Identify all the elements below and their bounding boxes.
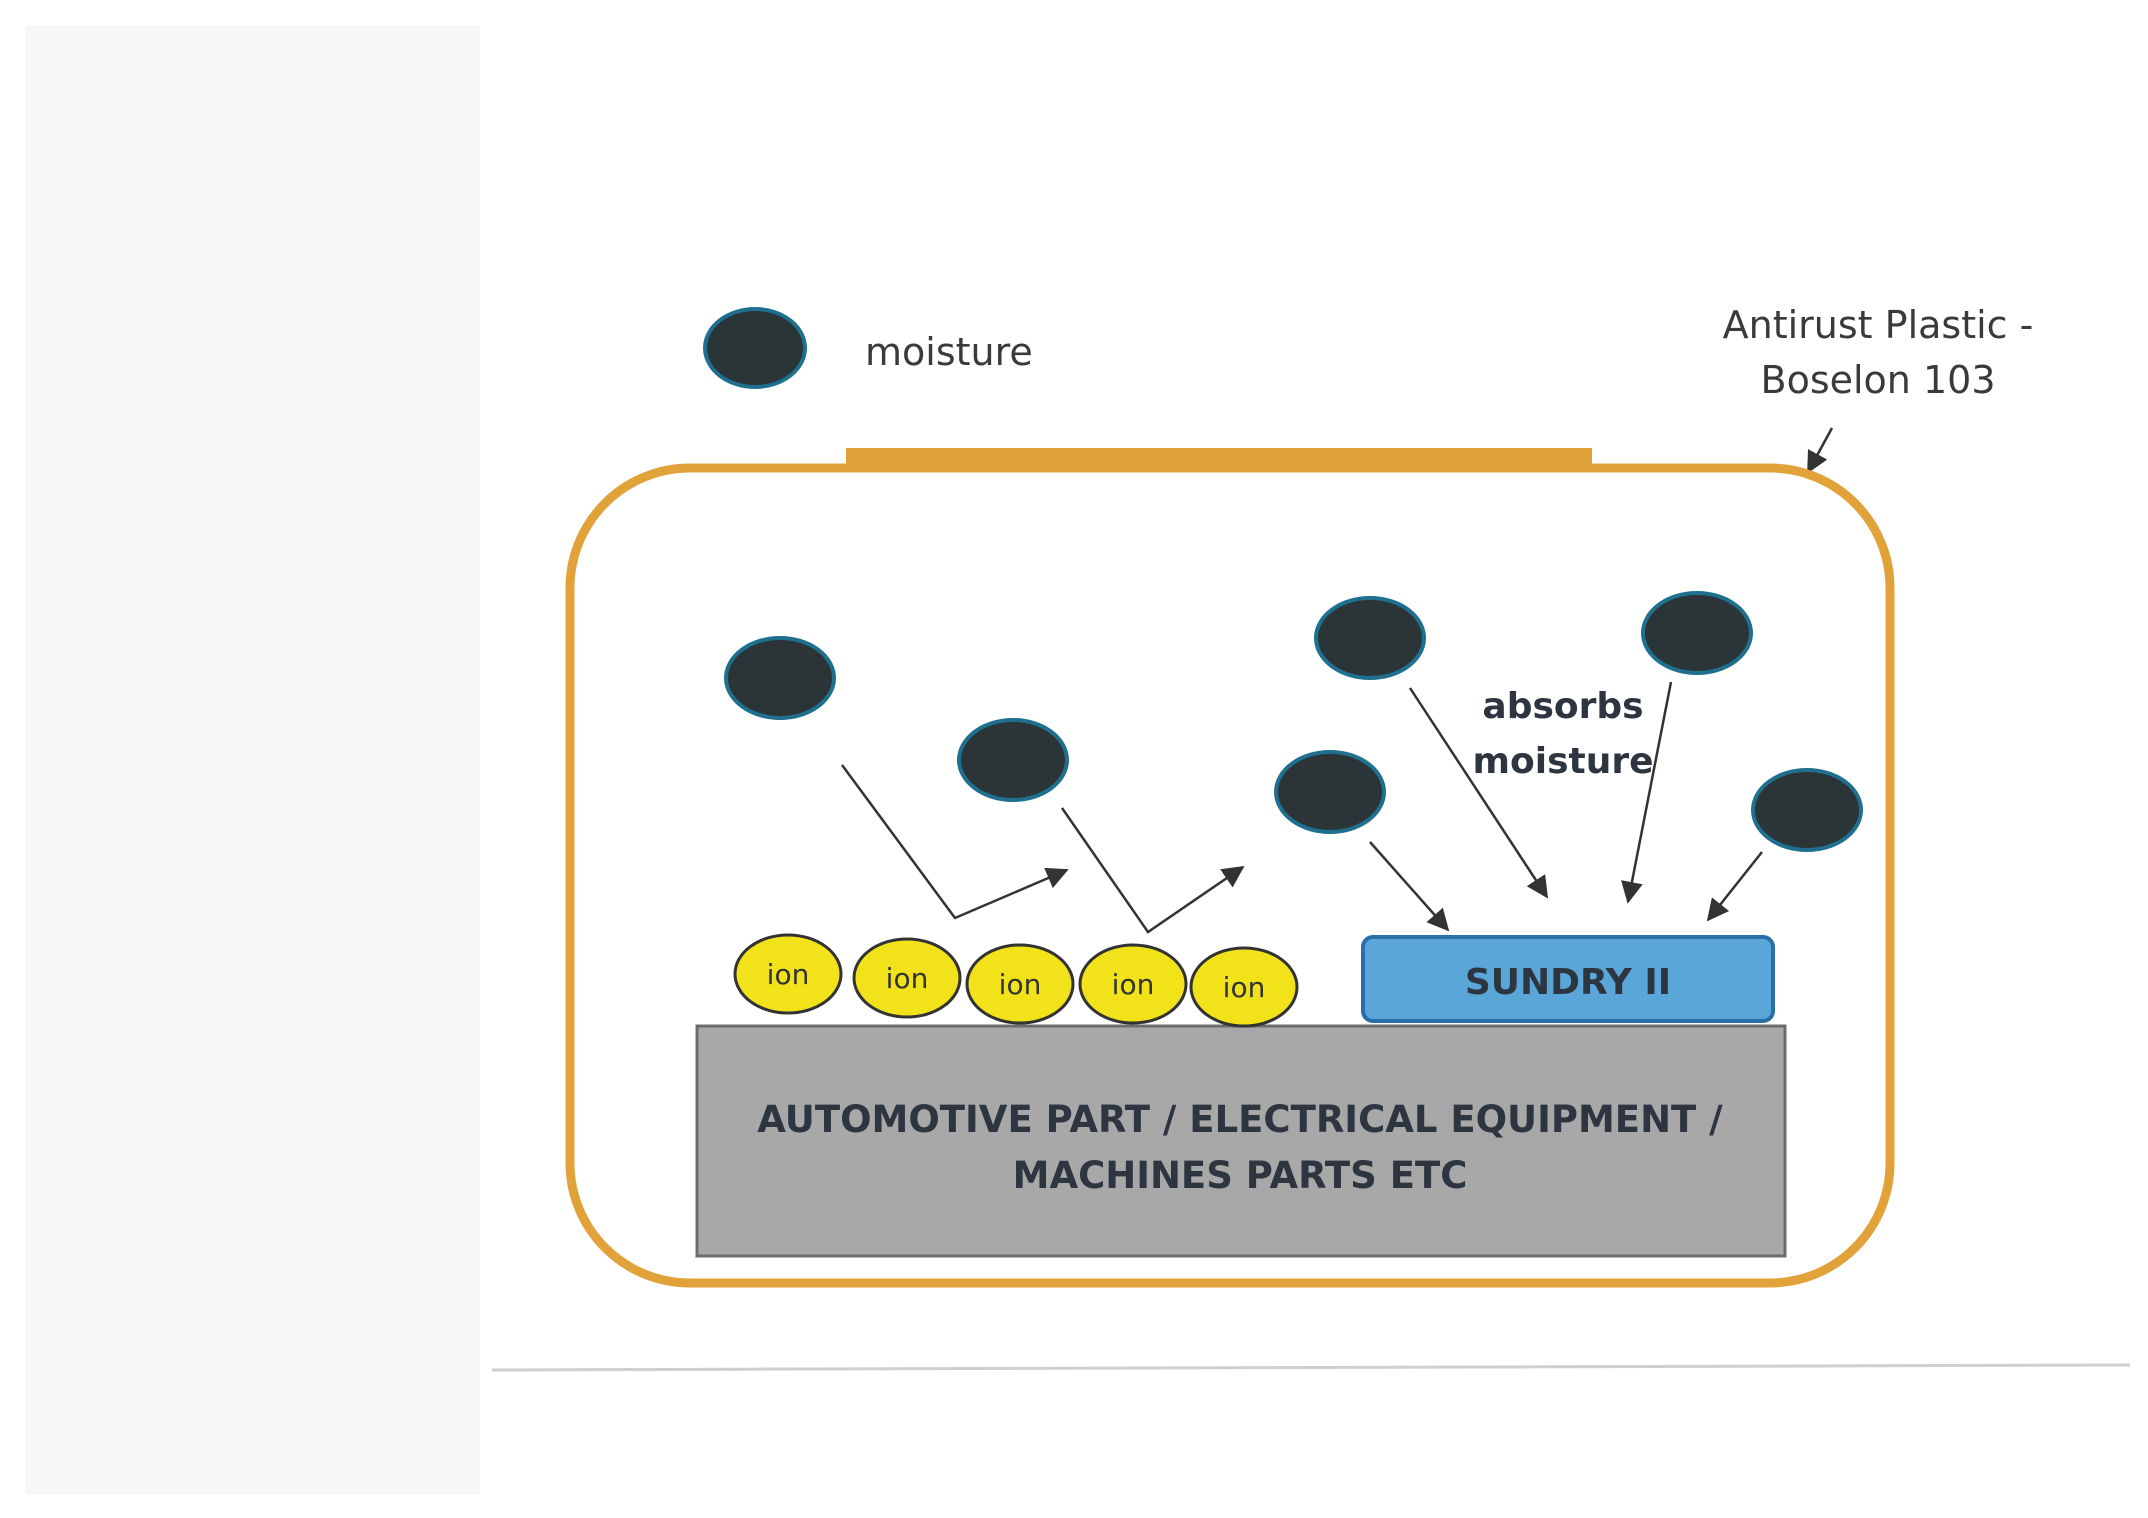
page-edge-line [491,1363,2131,1372]
legend-moisture-dot [703,307,807,389]
absorption-arrows [1369,681,1763,932]
moisture-dot-4 [1314,596,1426,680]
plastic-label-line2: Boselon 103 [1761,358,1996,402]
absorb-arrow-4 [1706,851,1763,922]
bag-seal-strip [846,448,1592,468]
ion-5 [1189,946,1299,1028]
absorbs-label-line2: moisture [1472,741,1653,782]
moisture-dot-2 [957,718,1069,802]
scan-shadow-left [25,25,480,1495]
absorb-arrow-3 [1621,681,1673,904]
ion-2 [852,937,962,1019]
ion-group: ion ion ion ion ion [733,933,1299,1028]
ion-4 [1078,943,1188,1025]
deflection-arrows [840,764,1245,934]
ion-label-4: ion [1112,968,1155,1001]
plastic-label-line1: Antirust Plastic - [1723,303,2034,347]
equipment-base [695,1024,1787,1258]
moisture-particles [724,591,1863,852]
sundry-box [1361,935,1775,1023]
deflect-arrow-1 [840,764,1069,920]
sundry-label: SUNDRY II [1465,962,1671,1003]
deflect-arrow-2 [1060,807,1245,934]
absorb-arrow-2 [1408,687,1549,899]
absorbs-label-line1: absorbs [1482,686,1643,727]
ion-label-1: ion [767,958,810,991]
absorb-arrow-1 [1369,841,1450,932]
equipment-label-line2: MACHINES PARTS ETC [1013,1154,1468,1197]
moisture-dot-5 [1641,591,1753,675]
equipment-label-line1: AUTOMOTIVE PART / ELECTRICAL EQUIPMENT / [757,1098,1723,1141]
legend-moisture-label: moisture [865,330,1033,374]
ion-3 [965,943,1075,1025]
moisture-dot-1 [724,636,836,720]
ion-label-5: ion [1223,971,1266,1004]
ion-label-3: ion [999,968,1042,1001]
moisture-dot-6 [1751,768,1863,852]
moisture-dot-3 [1274,750,1386,834]
ion-label-2: ion [886,962,929,995]
plastic-pointer-arrow [1806,427,1834,474]
ion-1 [733,933,843,1015]
